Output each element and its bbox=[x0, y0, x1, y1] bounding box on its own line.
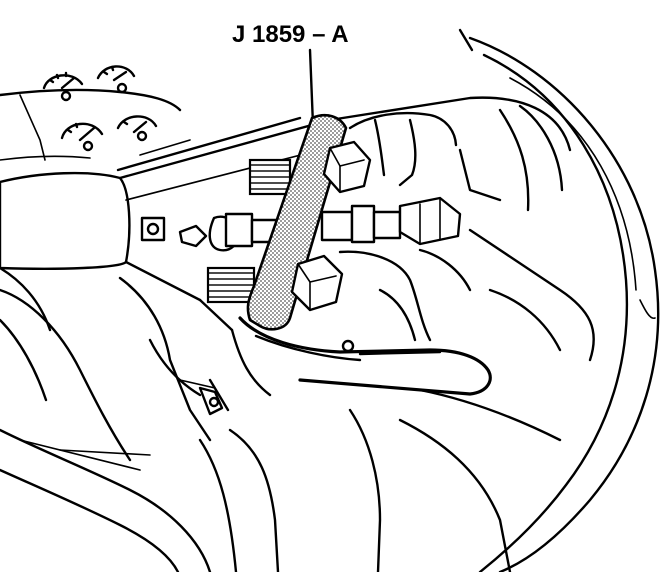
steering-wheel-hub bbox=[0, 276, 280, 572]
instrument-cluster bbox=[0, 65, 182, 161]
upper-hex-nut bbox=[322, 140, 372, 194]
hub-fasteners bbox=[140, 215, 240, 252]
lower-hex-nut bbox=[290, 254, 344, 312]
threaded-bolt bbox=[248, 158, 292, 196]
center-nut bbox=[224, 212, 254, 248]
gauge-icon bbox=[116, 115, 158, 142]
bracket-screw bbox=[341, 339, 355, 353]
tool-callout-label: J 1859 – A bbox=[232, 21, 349, 48]
right-spoke bbox=[348, 104, 595, 572]
wire-clip bbox=[179, 379, 224, 416]
puller-tool-j1859a bbox=[246, 114, 462, 331]
steering-wheel-rim bbox=[458, 28, 660, 572]
gauge-icon bbox=[96, 65, 136, 94]
lower-bracket bbox=[238, 250, 492, 396]
steering-column-shroud bbox=[0, 96, 572, 332]
forcing-screw bbox=[320, 196, 462, 246]
gauge-icon bbox=[60, 122, 104, 152]
callout-leader-line bbox=[308, 48, 315, 127]
threaded-bolt bbox=[206, 266, 256, 304]
gauge-icon bbox=[42, 71, 84, 102]
